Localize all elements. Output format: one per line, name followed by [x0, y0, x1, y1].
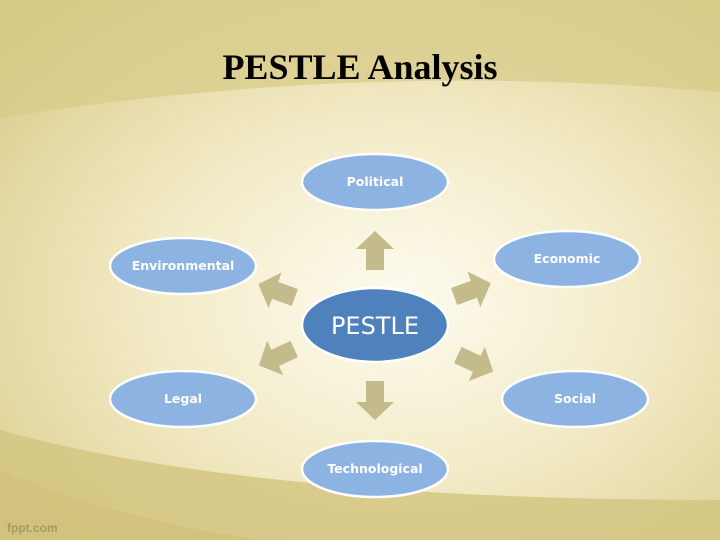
- node-economic-label: Economic: [534, 251, 601, 266]
- node-legal-label: Legal: [164, 391, 202, 406]
- node-economic[interactable]: Economic: [492, 229, 642, 289]
- arrow-to-political: [356, 231, 394, 270]
- node-legal-shape: [108, 369, 258, 429]
- node-technological-shape: [300, 439, 450, 499]
- slide-title: PESTLE Analysis: [222, 47, 498, 87]
- node-environmental-shape: [108, 236, 258, 296]
- node-political-label: Political: [347, 174, 404, 189]
- arrow-to-legal: [258, 340, 299, 376]
- node-technological[interactable]: Technological: [300, 439, 450, 499]
- node-environmental-label: Environmental: [132, 258, 235, 273]
- arrow-to-social: [453, 346, 494, 382]
- node-center-label: PESTLE: [331, 312, 419, 340]
- node-center[interactable]: PESTLE: [300, 286, 450, 364]
- arrow-to-technological: [356, 381, 394, 420]
- node-economic-shape: [492, 229, 642, 289]
- node-political[interactable]: Political: [300, 152, 450, 212]
- arrow-to-environmental: [258, 272, 298, 309]
- footer-brand: fppt.com: [7, 521, 58, 535]
- node-political-shape: [300, 152, 450, 212]
- node-social[interactable]: Social: [500, 369, 650, 429]
- node-legal[interactable]: Legal: [108, 369, 258, 429]
- node-social-shape: [500, 369, 650, 429]
- node-center-shape: [300, 286, 450, 364]
- arrow-to-economic: [451, 271, 491, 308]
- node-social-label: Social: [554, 391, 596, 406]
- node-technological-label: Technological: [327, 461, 422, 476]
- node-environmental[interactable]: Environmental: [108, 236, 258, 296]
